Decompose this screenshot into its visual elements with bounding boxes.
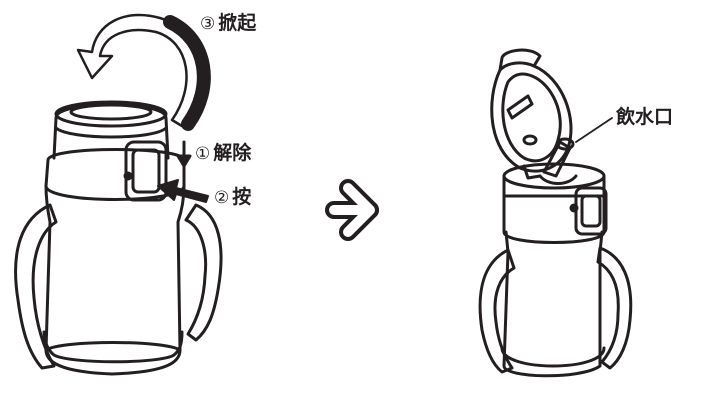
bottle-base: [500, 346, 606, 368]
lid-top: [54, 100, 168, 128]
curved-arrow-icon: [76, 13, 211, 131]
down-arrow-icon: [176, 140, 192, 168]
bottle-body: [44, 184, 186, 376]
step-3-text: 掀起: [218, 12, 257, 34]
callout-line: [575, 117, 613, 143]
outline-right-arrow-icon: [325, 179, 379, 241]
spout-callout-label: 飲水口: [616, 106, 674, 128]
open-lid: [490, 48, 573, 180]
left-handle: [14, 203, 58, 370]
open-bottle: [478, 48, 633, 378]
right-handle: [184, 203, 223, 342]
collar: [502, 194, 606, 244]
step-1-number: ①: [195, 144, 211, 164]
closed-bottle: [14, 100, 223, 376]
step-3-number: ③: [200, 14, 216, 34]
step-1-text: 解除: [213, 142, 252, 164]
push-arrow-icon: [157, 179, 209, 203]
bottle-body: [502, 230, 604, 378]
step-2-number: ②: [214, 188, 230, 208]
step-2-text: 按: [232, 186, 252, 208]
bottle-base: [42, 330, 184, 364]
latch-button: [124, 140, 168, 202]
collar: [44, 148, 186, 201]
right-handle: [596, 246, 633, 370]
